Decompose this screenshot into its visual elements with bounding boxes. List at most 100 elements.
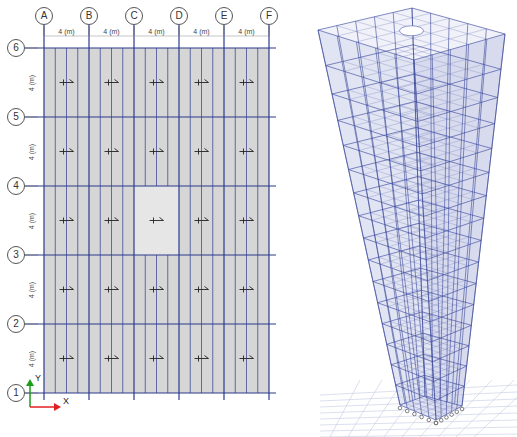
slab-direction-symbol	[60, 356, 74, 362]
grid-line	[25, 323, 276, 324]
dimension-label: 4 (m)	[28, 350, 35, 366]
symbol-head	[205, 218, 209, 221]
ground-grid	[330, 380, 360, 437]
symbol-head	[70, 287, 74, 290]
secondary-beam	[145, 48, 146, 117]
support	[427, 418, 431, 422]
grid-label: 2	[13, 319, 19, 329]
secondary-beam	[235, 255, 236, 324]
grid-label: E	[221, 11, 228, 21]
symbol-tick	[153, 287, 154, 293]
column-line	[412, 8, 425, 396]
symbol-tick	[153, 356, 154, 362]
ground-grid	[474, 380, 517, 437]
column-line	[414, 60, 436, 420]
floor-level	[391, 354, 466, 381]
floor-level	[354, 177, 487, 217]
floor-beam	[398, 78, 482, 102]
secondary-beam	[122, 186, 123, 255]
symbol-tick	[198, 356, 199, 362]
symbol-head	[115, 80, 119, 83]
dimension-label: 4 (m)	[148, 28, 164, 35]
column-line	[432, 55, 441, 417]
column-line	[318, 30, 400, 405]
support	[450, 413, 454, 417]
x-axis-head	[54, 403, 61, 411]
slab-direction-symbol	[60, 149, 74, 155]
floor-beam	[429, 404, 455, 417]
symbol-head	[205, 356, 209, 359]
floor-beam	[384, 109, 464, 133]
floor-beam	[410, 249, 469, 266]
secondary-beam	[145, 324, 146, 393]
column-line	[376, 48, 422, 414]
secondary-beam	[235, 186, 236, 255]
symbol-line	[105, 220, 119, 221]
symbol-tick	[198, 287, 199, 293]
secondary-beam	[55, 48, 56, 117]
dimension-tick	[24, 255, 38, 256]
floor-beam	[385, 207, 444, 224]
support	[413, 412, 417, 416]
floor-level	[363, 223, 481, 259]
symbol-line	[240, 220, 254, 221]
floor-beam	[405, 180, 474, 200]
slab-direction-symbol	[105, 80, 119, 86]
axis-label: X	[63, 397, 69, 406]
secondary-beam	[190, 48, 191, 117]
floor-beam	[401, 131, 477, 153]
symbol-tick	[108, 356, 109, 362]
grid-label: C	[130, 11, 137, 21]
facade	[414, 34, 505, 420]
secondary-beam	[77, 186, 78, 255]
column-line	[440, 18, 449, 400]
grid-line	[223, 25, 224, 400]
symbol-line	[60, 82, 74, 83]
floor-level	[373, 268, 476, 301]
slab-direction-symbol	[195, 218, 209, 224]
secondary-beam	[167, 255, 168, 324]
support	[398, 406, 402, 410]
secondary-beam	[145, 117, 146, 186]
column-line	[412, 8, 425, 396]
floor-beam	[387, 135, 463, 158]
support	[445, 416, 449, 420]
secondary-beam	[190, 117, 191, 186]
symbol-tick	[198, 149, 199, 155]
dimension-label: 4 (m)	[28, 281, 35, 297]
floor-beam	[378, 53, 467, 79]
slab-direction-symbol	[240, 149, 254, 155]
floor-beam	[374, 17, 468, 45]
grid-bubble: 4	[7, 177, 25, 195]
symbol-tick	[243, 149, 244, 155]
symbol-tick	[243, 218, 244, 224]
slab-direction-symbol	[105, 287, 119, 293]
floor-beam	[361, 57, 450, 84]
dimension-tick	[89, 26, 90, 36]
symbol-head	[250, 356, 254, 359]
floor-beam	[376, 227, 432, 243]
symbol-tick	[108, 149, 109, 155]
grid-bubble: D	[170, 7, 188, 25]
symbol-tick	[243, 80, 244, 86]
symbol-head	[160, 287, 164, 290]
grid-label: F	[266, 11, 272, 21]
floor-beam	[376, 24, 468, 48]
secondary-beam	[257, 186, 258, 255]
slab-opening	[134, 186, 179, 255]
secondary-beam	[257, 117, 258, 186]
floor-level	[387, 333, 469, 362]
column-line	[455, 29, 487, 404]
secondary-beam	[77, 255, 78, 324]
floor-beam	[403, 119, 479, 141]
floor-beam	[349, 79, 431, 100]
floor-beam	[398, 64, 483, 88]
grid-line	[25, 392, 276, 393]
grid-label: 1	[13, 388, 19, 398]
symbol-line	[60, 358, 74, 359]
column-line	[462, 34, 505, 406]
secondary-beam	[257, 255, 258, 324]
dimension-tick	[224, 26, 225, 36]
